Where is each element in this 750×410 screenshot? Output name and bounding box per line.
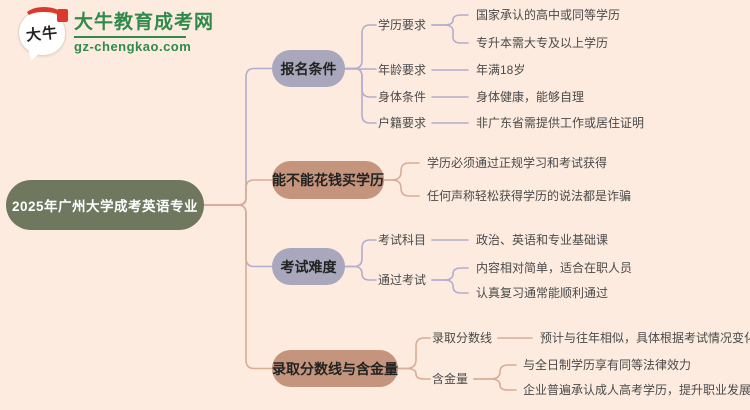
daniu-speech-bubble-icon: 大牛	[18, 7, 68, 62]
site-logo[interactable]: 大牛 大牛教育成考网 gz-chengkao.com	[18, 7, 214, 62]
leaf-text: 内容相对简单，适合在职人员	[476, 261, 633, 275]
sub-label-pass-exam: 通过考试	[378, 273, 427, 287]
sub-label-physical-condition: 身体条件	[378, 90, 427, 104]
sub-label-residency-requirement: 户籍要求	[378, 116, 427, 130]
sub-label-exam-subjects: 考试科目	[378, 233, 427, 247]
sub-label-age-requirement: 年龄要求	[378, 63, 427, 77]
leaf-text: 与全日制学历享有同等法律效力	[523, 358, 692, 372]
logo-divider	[74, 35, 186, 38]
leaf-text: 非广东省需提供工作或居住证明	[476, 116, 645, 130]
leaf-text: 学历必须通过正规学习和考试获得	[427, 156, 608, 170]
branch-node-score-line-value: 录取分数线与含金量	[272, 350, 398, 387]
leaf-text: 企业普遍承认成人高考学历，提升职业发展机会	[523, 383, 750, 397]
branch-node-buy-diploma: 能不能花钱买学历	[272, 161, 384, 199]
sub-label-gold-content: 含金量	[432, 372, 469, 386]
leaf-text: 专升本需大专及以上学历	[476, 36, 609, 50]
leaf-text: 政治、英语和专业基础课	[476, 233, 609, 247]
sub-label-education-requirement: 学历要求	[378, 18, 427, 32]
branch-node-registration-conditions: 报名条件	[272, 50, 345, 87]
red-seal-icon	[57, 9, 68, 22]
leaf-text: 国家承认的高中或同等学历	[476, 8, 621, 22]
leaf-text: 认真复习通常能顺利通过	[476, 286, 609, 300]
site-url: gz-chengkao.com	[74, 38, 192, 54]
red-arc-icon	[24, 7, 64, 28]
branch-node-exam-difficulty: 考试难度	[272, 248, 345, 285]
logo-text-block: 大牛教育成考网 gz-chengkao.com	[74, 12, 214, 54]
site-name: 大牛教育成考网	[74, 12, 215, 34]
leaf-text: 任何声称轻松获得学历的说法都是诈骗	[427, 189, 632, 203]
sub-label-admission-score-line: 录取分数线	[432, 331, 493, 345]
leaf-text: 年满18岁	[476, 63, 526, 77]
leaf-text: 身体健康，能够自理	[476, 90, 585, 104]
leaf-text: 预计与往年相似，具体根据考试情况变化	[540, 331, 750, 345]
root-node: 2025年广州大学成考英语专业	[6, 180, 204, 230]
